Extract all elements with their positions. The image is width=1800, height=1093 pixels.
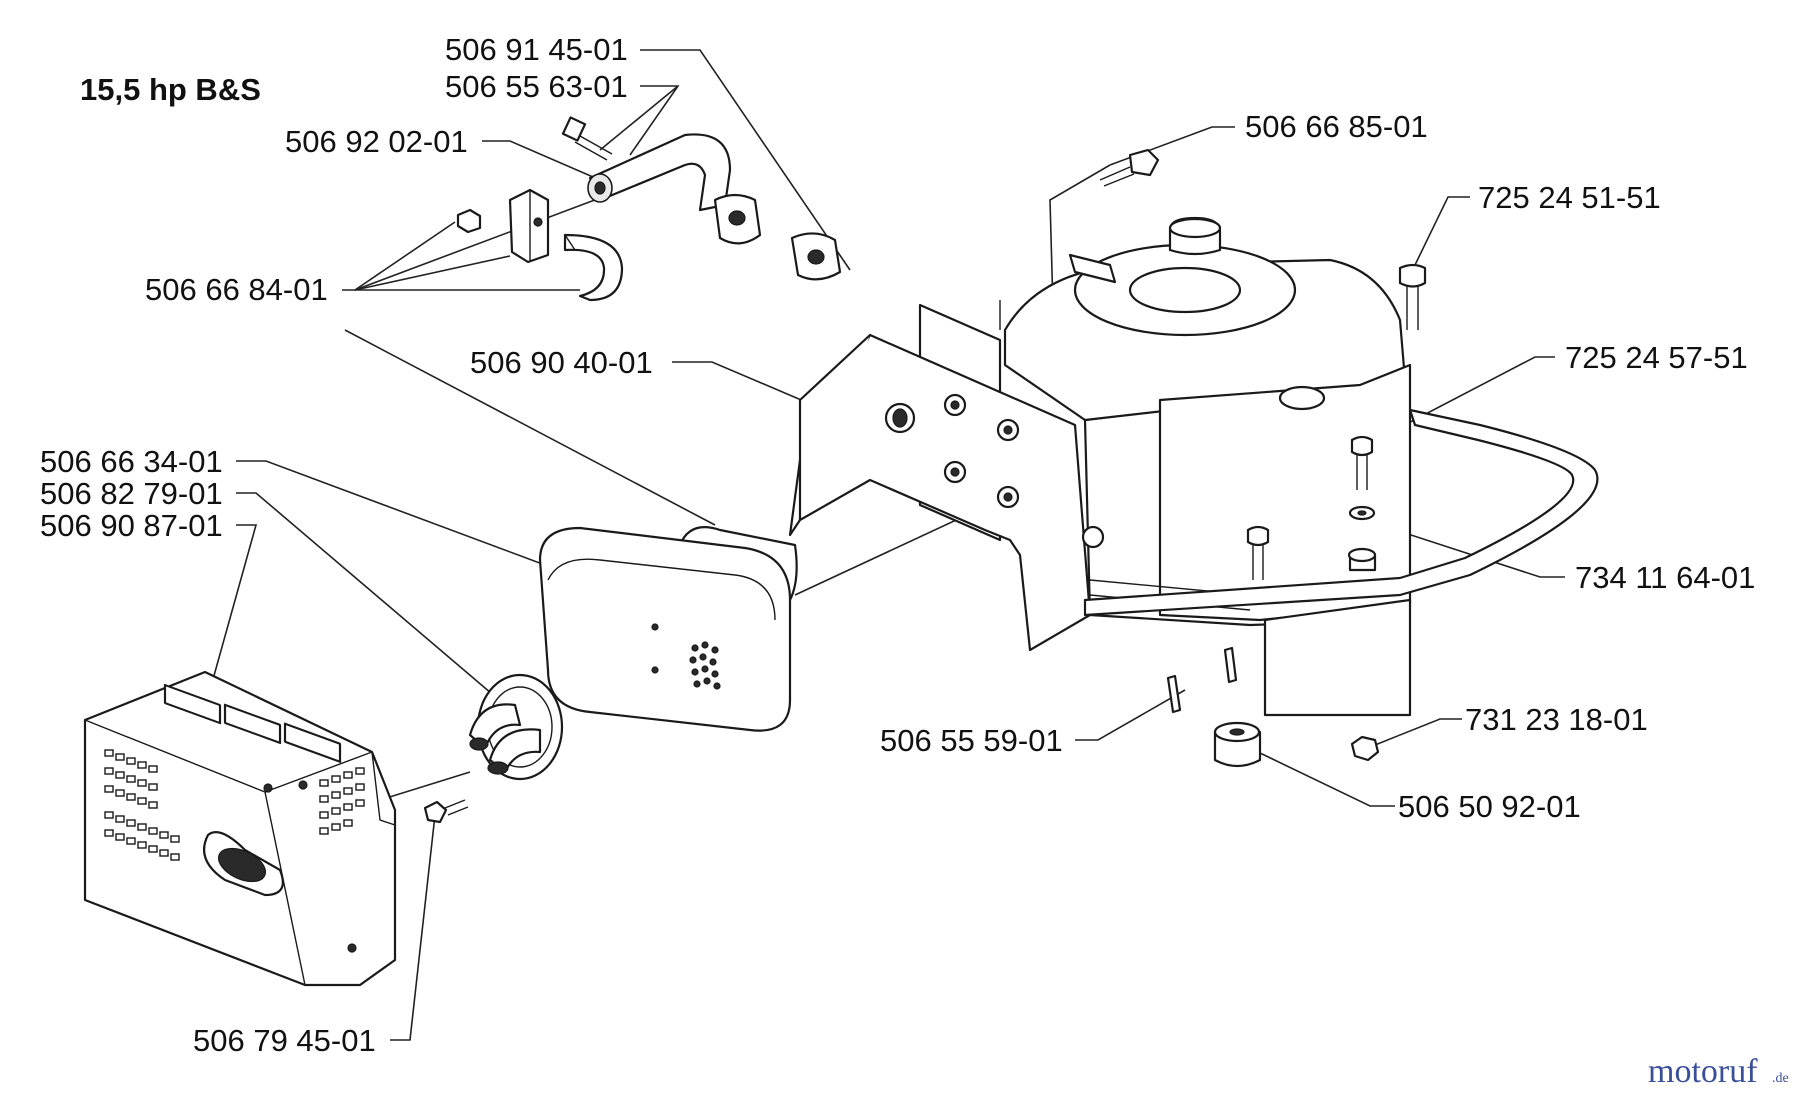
- gasket: [790, 232, 842, 281]
- screw-top: [561, 116, 613, 161]
- leader-p5: [672, 361, 821, 409]
- leader-p3: [482, 140, 601, 181]
- engine-block: [999, 216, 1412, 717]
- leader-p9b: [379, 771, 471, 801]
- exhaust-pipe: [587, 133, 762, 245]
- leader-p16: [1259, 752, 1395, 807]
- leader-lines: [209, 49, 1565, 1041]
- label-506-90-40-01: 506 90 40-01: [470, 345, 653, 380]
- label-506-79-45-01: 506 79 45-01: [193, 1023, 376, 1058]
- leader-p9: [390, 814, 436, 1041]
- leader-p2b: [599, 85, 679, 151]
- label-506-50-92-01: 506 50 92-01: [1398, 789, 1581, 824]
- label-506-66-84-01: 506 66 84-01: [145, 272, 328, 307]
- watermark-suffix: .de: [1772, 1071, 1789, 1086]
- label-506-66-85-01: 506 66 85-01: [1245, 109, 1428, 144]
- label-725-24-57-51: 725 24 57-51: [1565, 340, 1748, 375]
- watermark-logo: motoruf .de: [1648, 1053, 1789, 1090]
- pin-key: [1166, 646, 1238, 714]
- spark-deflector: [468, 673, 564, 781]
- bolt-top: [1099, 148, 1160, 187]
- label-506-55-63-01: 506 55 63-01: [445, 69, 628, 104]
- leader-p13: [1364, 519, 1565, 578]
- nut-bottom: [1350, 735, 1380, 762]
- label-506-82-79-01: 506 82 79-01: [40, 476, 223, 511]
- label-506-91-45-01: 506 91 45-01: [445, 32, 628, 67]
- label-725-24-51-51: 725 24 51-51: [1478, 180, 1661, 215]
- guard-vent-slots: [104, 749, 365, 861]
- washer: [1348, 505, 1376, 521]
- leader-p8: [209, 524, 258, 691]
- engine-mount-plate: [788, 303, 1092, 652]
- leader-p10: [1109, 126, 1235, 166]
- pipe-bracket: [456, 188, 624, 302]
- label-506-66-34-01: 506 66 34-01: [40, 444, 223, 479]
- muffler-guard: [83, 670, 397, 987]
- label-506-92-02-01: 506 92 02-01: [285, 124, 468, 159]
- diagram-title: 15,5 hp B&S: [80, 72, 261, 107]
- leader-p4e: [344, 329, 716, 526]
- label-506-90-87-01: 506 90 87-01: [40, 508, 223, 543]
- leader-p7: [236, 492, 506, 706]
- bolt-middle: [1246, 435, 1374, 580]
- leader-p14: [1374, 718, 1462, 746]
- muffler: [538, 526, 798, 732]
- screw-bottom: [423, 799, 469, 824]
- frame-bar: [1083, 408, 1599, 617]
- leader-p6: [236, 460, 546, 566]
- label-506-55-59-01: 506 55 59-01: [880, 723, 1063, 758]
- leader-p4d: [354, 197, 601, 291]
- label-734-11-64-01: 734 11 64-01: [1575, 560, 1755, 595]
- leader-p4b: [354, 255, 511, 291]
- leader-p15: [1075, 689, 1186, 741]
- part-labels: 506 91 45-01 506 55 63-01 506 92 02-01 5…: [40, 32, 1755, 1058]
- bushing: [1213, 721, 1262, 768]
- watermark-brand: motoruf: [1648, 1053, 1758, 1090]
- leader-p1: [640, 49, 851, 271]
- bolt-right-long: [1398, 263, 1427, 330]
- spacer: [1347, 547, 1377, 572]
- leader-p11: [1414, 196, 1470, 266]
- label-731-23-18-01: 731 23 18-01: [1465, 702, 1648, 737]
- muffler-holes: [689, 641, 721, 690]
